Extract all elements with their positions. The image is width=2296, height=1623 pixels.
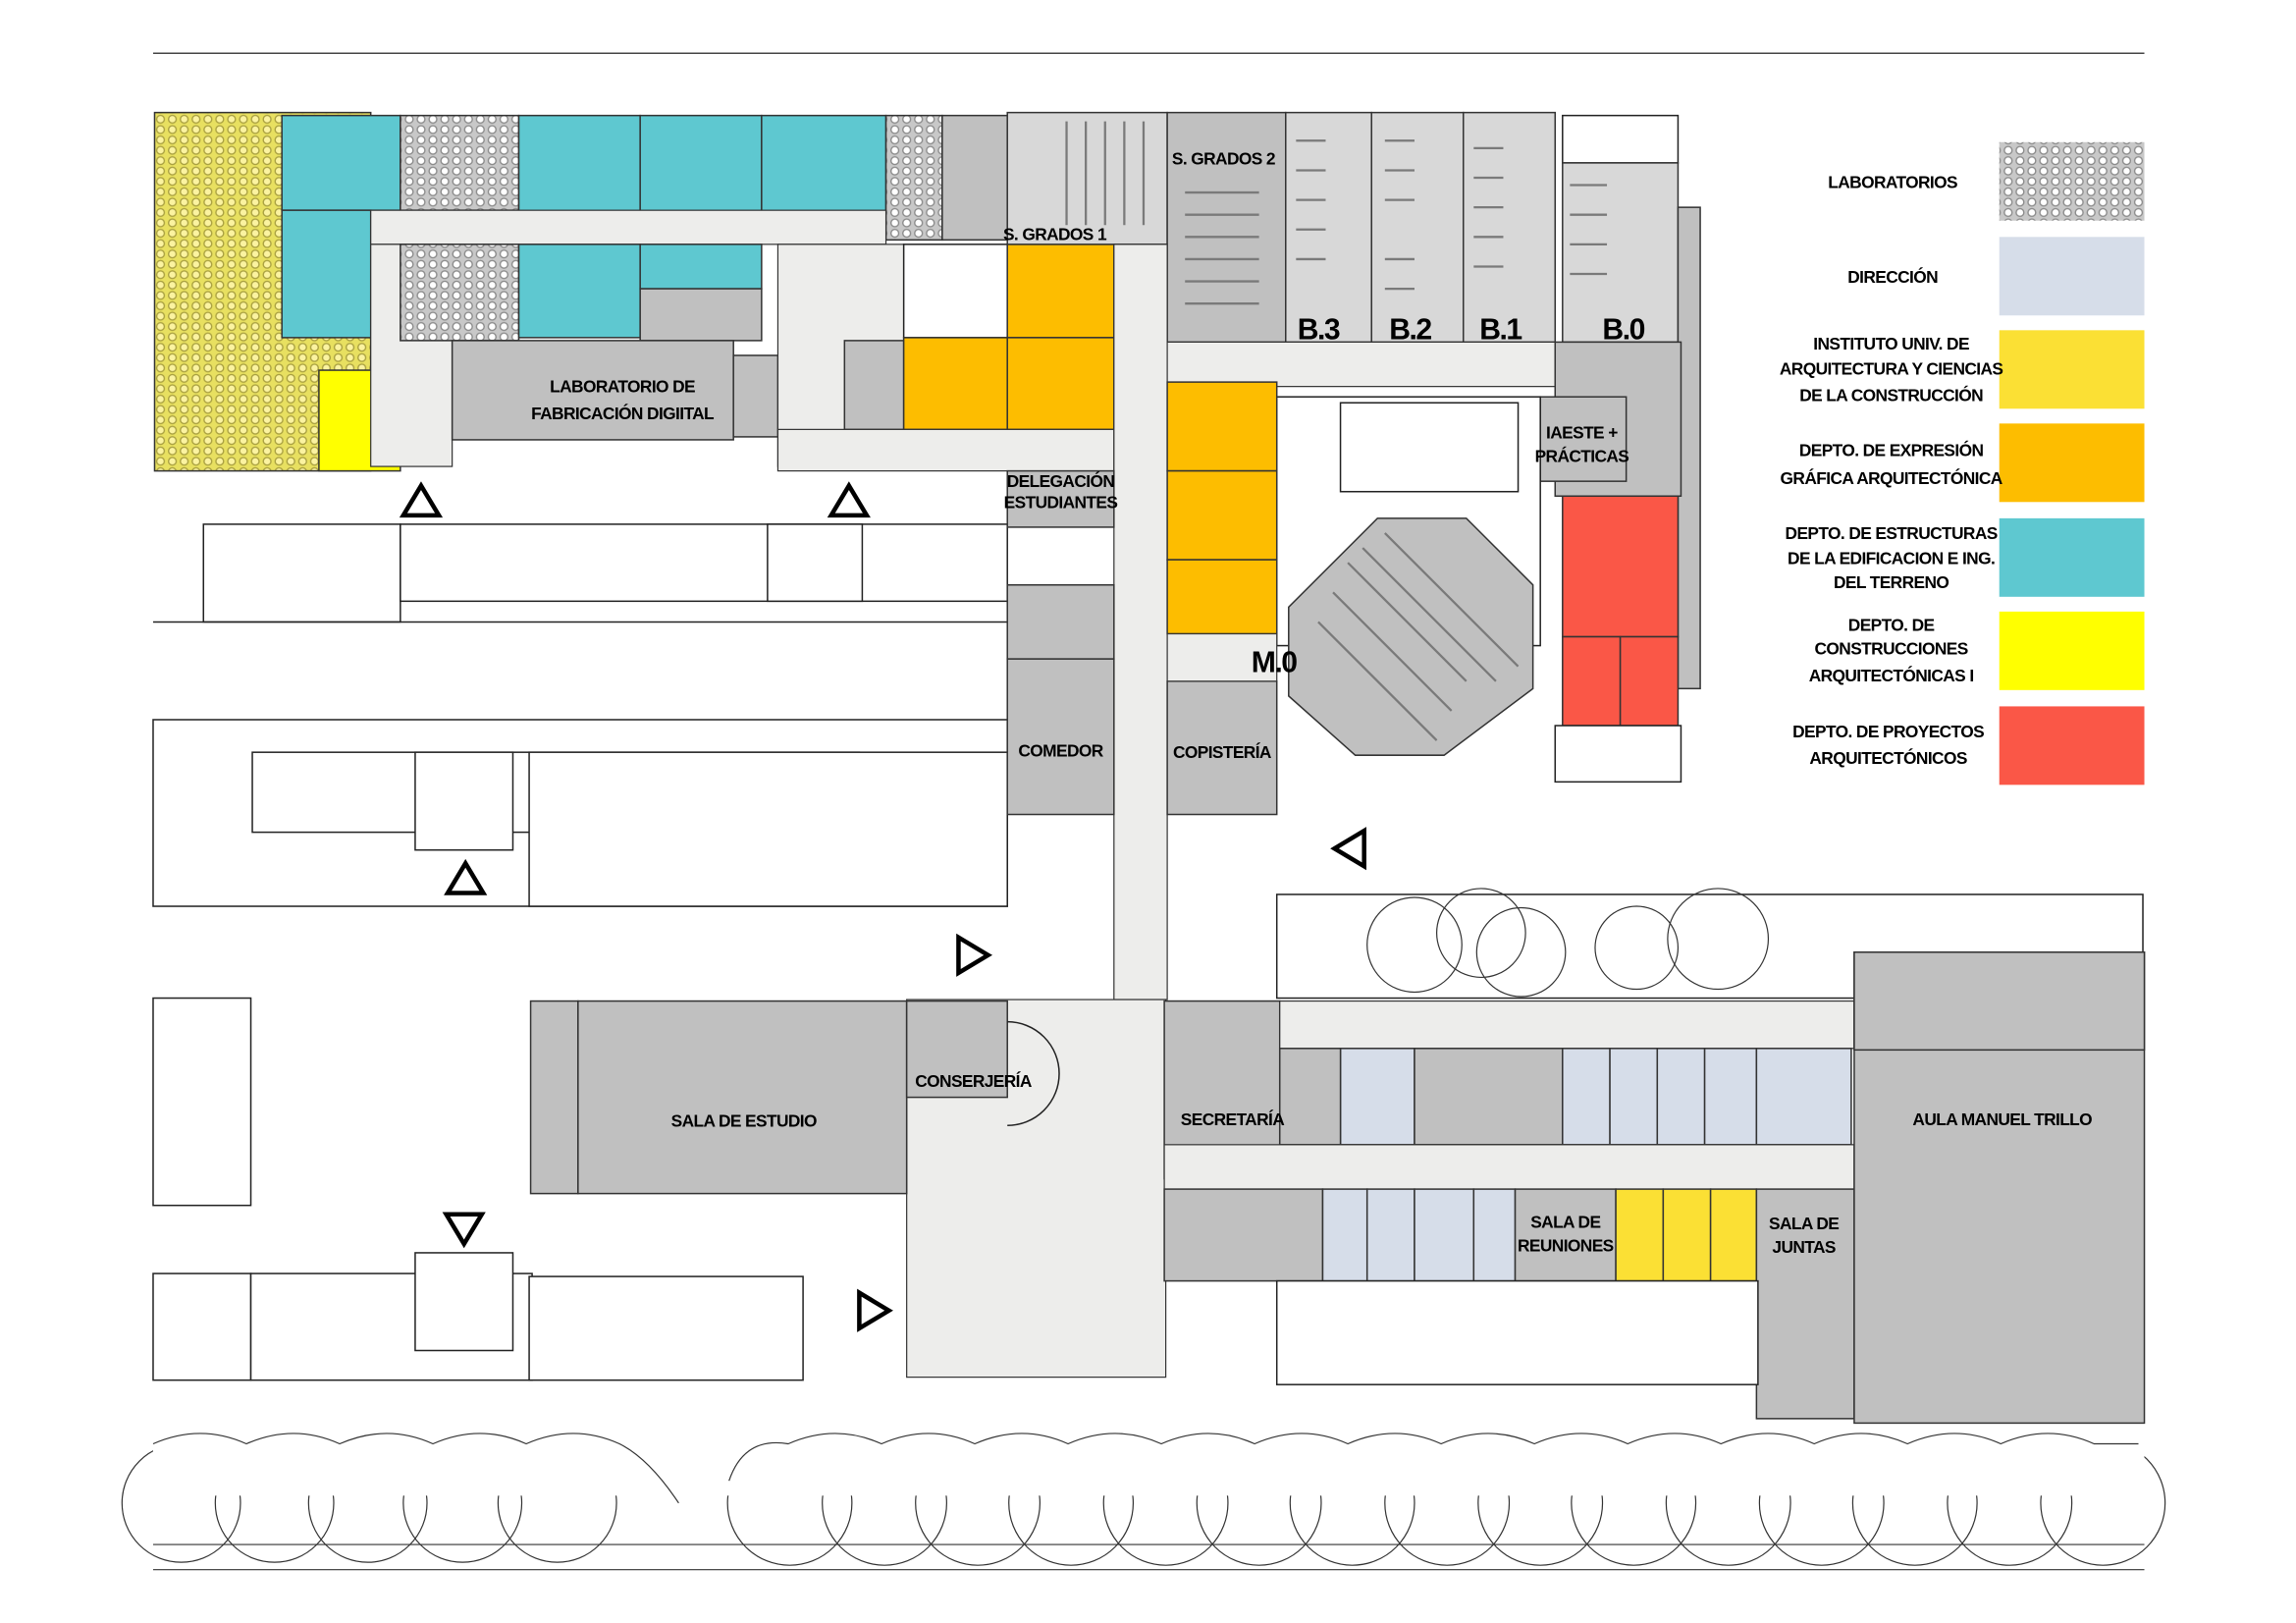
legend: LABORATORIOS DIRECCIÓN INSTITUTO UNIV. D… <box>1780 141 2145 785</box>
legend-swatch-estructuras <box>1999 517 2145 597</box>
room-label-delegacion-1: DELEGACIÓN <box>1007 471 1115 491</box>
legend-label: DEPTO. DE <box>1848 615 1935 634</box>
entrance-arrow-icon <box>399 481 444 518</box>
entrance-arrow-icon <box>827 481 871 518</box>
northwest-wing <box>153 111 1115 472</box>
legend-label: DEPTO. DE ESTRUCTURAS <box>1786 523 1998 543</box>
room-label-secretaria: SECRETARÍA <box>1181 1109 1285 1129</box>
room-label-s-grados-2: S. GRADOS 2 <box>1172 148 1275 168</box>
legend-swatch-instituto <box>1999 330 2145 409</box>
legend-label: DE LA CONSTRUCCIÓN <box>1799 386 1983 406</box>
south-wing <box>529 951 2146 1425</box>
seating-rows <box>1065 121 1608 741</box>
room-label-lab-fab-2: FABRICACIÓN DIGIITAL <box>531 404 715 423</box>
room-label-lab-fab-1: LABORATORIO DE <box>550 377 695 397</box>
entrance-arrow-icon <box>442 1212 486 1249</box>
entrance-arrow-icon <box>857 1288 893 1332</box>
room-label-sala-reuniones-2: REUNIONES <box>1518 1235 1614 1255</box>
room-label-sala-juntas-2: JUNTAS <box>1772 1237 1835 1257</box>
legend-label: DEPTO. DE EXPRESIÓN <box>1799 441 1984 460</box>
room-label-b1: B.1 <box>1479 313 1522 346</box>
legend-swatch-proyectos <box>1999 706 2145 785</box>
room-label-m0: M.0 <box>1252 647 1297 679</box>
entrance-arrow-icon <box>956 933 993 977</box>
legend-label: ARQUITECTURA Y CIENCIAS <box>1780 359 2003 379</box>
legend-label: DIRECCIÓN <box>1847 267 1938 287</box>
legend-label: DEL TERRENO <box>1834 572 1949 592</box>
legend-swatch-direccion <box>1999 237 2145 316</box>
legend-label: INSTITUTO UNIV. DE <box>1813 334 1969 353</box>
room-label-sala-reuniones-1: SALA DE <box>1530 1212 1600 1231</box>
room-label-iaeste-2: PRÁCTICAS <box>1535 447 1629 466</box>
legend-label: ARQUITECTÓNICAS I <box>1809 666 1974 685</box>
room-label-s-grados-1: S. GRADOS 1 <box>1003 224 1107 243</box>
tree-mask <box>152 1421 2145 1496</box>
legend-swatch-construcciones <box>1999 611 2145 690</box>
legend-label: LABORATORIOS <box>1828 173 1957 192</box>
room-label-b3: B.3 <box>1298 313 1340 346</box>
outline-buildings <box>152 523 2144 1381</box>
entrance-arrow-icon <box>1330 827 1366 871</box>
entrance-arrow-icon <box>444 858 488 895</box>
room-label-aula-trillo: AULA MANUEL TRILLO <box>1912 1109 2092 1129</box>
room-label-conserjeria: CONSERJERÍA <box>915 1071 1033 1091</box>
room-label-sala-estudio: SALA DE ESTUDIO <box>671 1111 817 1131</box>
northeast-wing <box>1006 111 1701 1001</box>
legend-swatch-expresion-grafica <box>1999 423 2145 503</box>
tree-canopy-edge <box>152 1433 2139 1504</box>
room-label-b2: B.2 <box>1389 313 1431 346</box>
legend-label: ARQUITECTÓNICOS <box>1809 748 1966 768</box>
legend-label: GRÁFICA ARQUITECTÓNICA <box>1781 468 2003 488</box>
legend-label: CONSTRUCCIONES <box>1815 639 1968 659</box>
room-label-delegacion-2: ESTUDIANTES <box>1004 492 1118 512</box>
room-label-iaeste-1: IAESTE + <box>1546 422 1618 442</box>
legend-label: DEPTO. DE PROYECTOS <box>1792 722 1984 741</box>
room-label-sala-juntas-1: SALA DE <box>1769 1214 1839 1233</box>
room-label-b0: B.0 <box>1602 313 1644 346</box>
room-label-comedor: COMEDOR <box>1018 741 1103 761</box>
entrance-markers <box>399 481 1366 1332</box>
legend-swatch-laboratorios <box>1999 141 2145 221</box>
room-label-copisteria: COPISTERÍA <box>1173 742 1272 762</box>
legend-label: DE LA EDIFICACION E ING. <box>1788 549 1995 568</box>
trees-row <box>121 888 2166 1571</box>
